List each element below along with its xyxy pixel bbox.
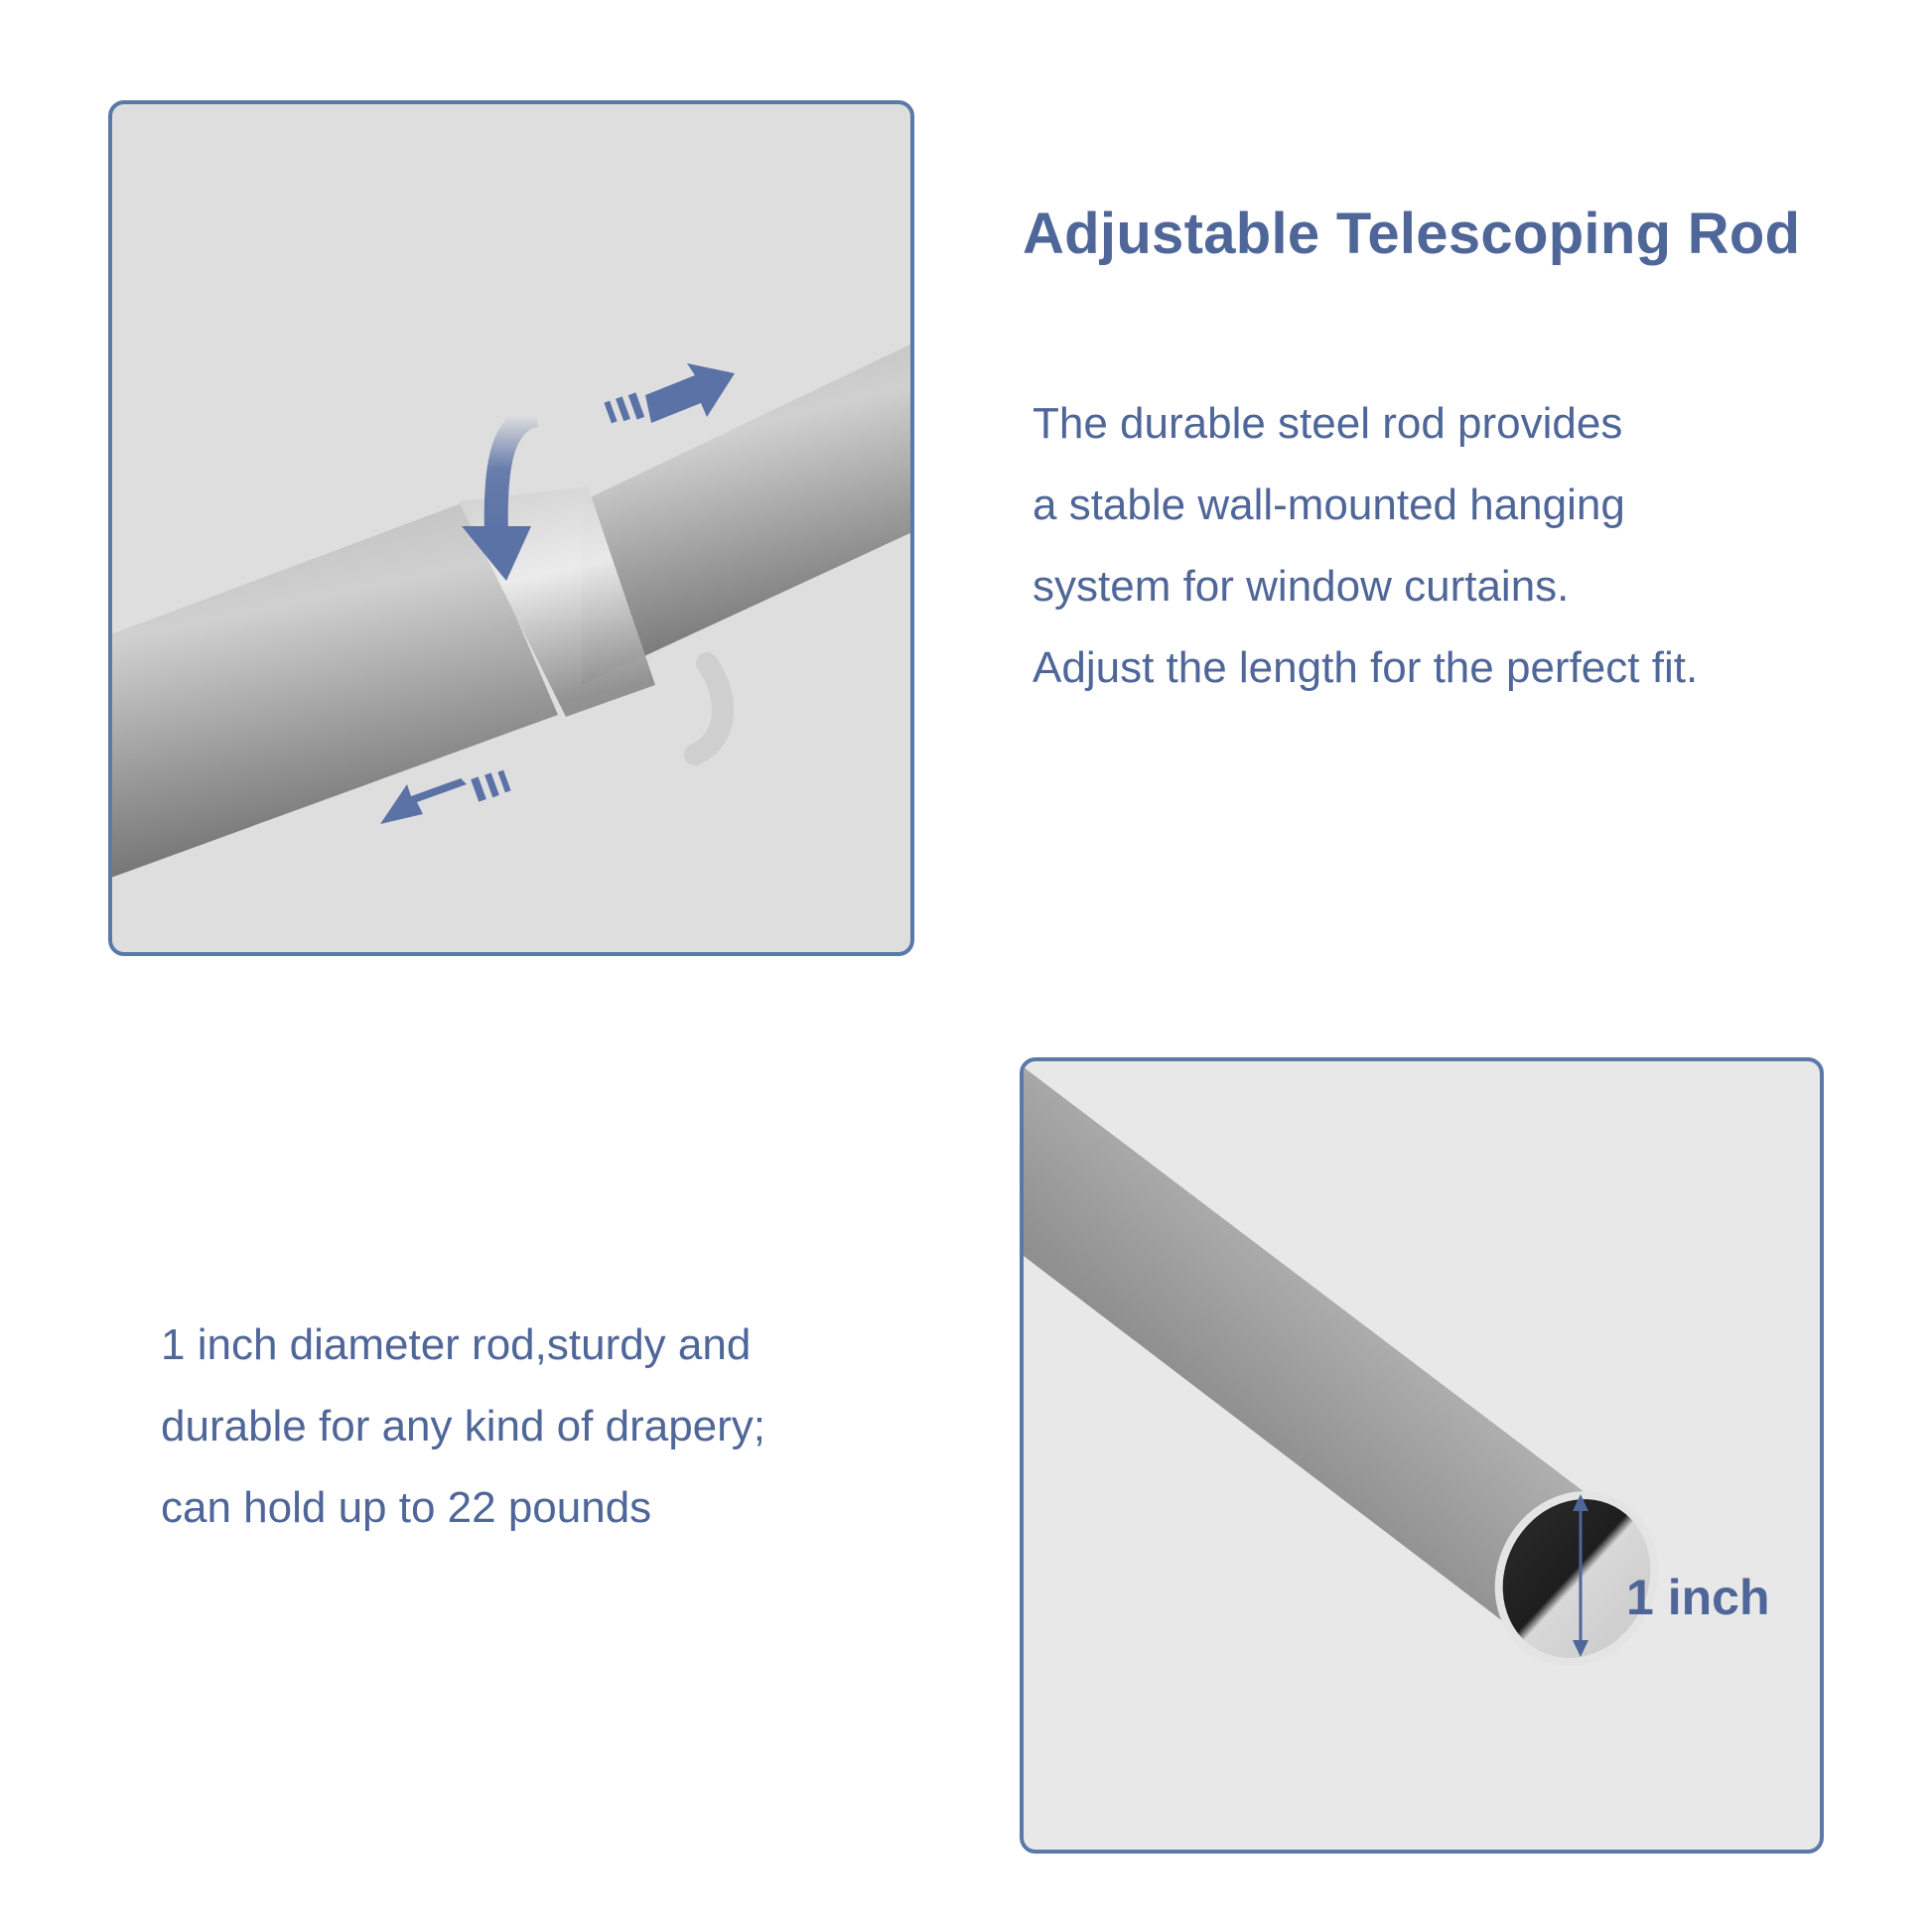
double-arrow-icon xyxy=(1573,1494,1588,1657)
telescoping-rod-image xyxy=(108,100,914,956)
rod-end-illustration xyxy=(1024,1067,1659,1666)
description-line: 1 inch diameter rod,sturdy and xyxy=(161,1320,752,1369)
curved-arrow-icon xyxy=(462,403,540,581)
curved-arrow-back-icon xyxy=(684,652,734,765)
diameter-label: 1 inch xyxy=(1626,1570,1770,1625)
telescoping-description: The durable steel rod provides a stable … xyxy=(1033,383,1698,709)
description-line: Adjust the length for the perfect fit. xyxy=(1033,643,1699,692)
description-line: can hold up to 22 pounds xyxy=(161,1483,652,1532)
arrow-right-icon xyxy=(604,363,735,424)
diameter-description: 1 inch diameter rod,sturdy and durable f… xyxy=(161,1305,765,1549)
description-line: system for window curtains. xyxy=(1033,562,1570,611)
description-line: a stable wall-mounted hanging xyxy=(1033,481,1625,529)
description-line: durable for any kind of drapery; xyxy=(161,1402,766,1450)
page-title: Adjustable Telescoping Rod xyxy=(1023,202,1801,266)
rod-joint-illustration xyxy=(112,344,910,878)
arrow-left-icon xyxy=(380,769,511,824)
description-line: The durable steel rod provides xyxy=(1033,399,1623,448)
rod-diameter-image xyxy=(1020,1057,1824,1854)
